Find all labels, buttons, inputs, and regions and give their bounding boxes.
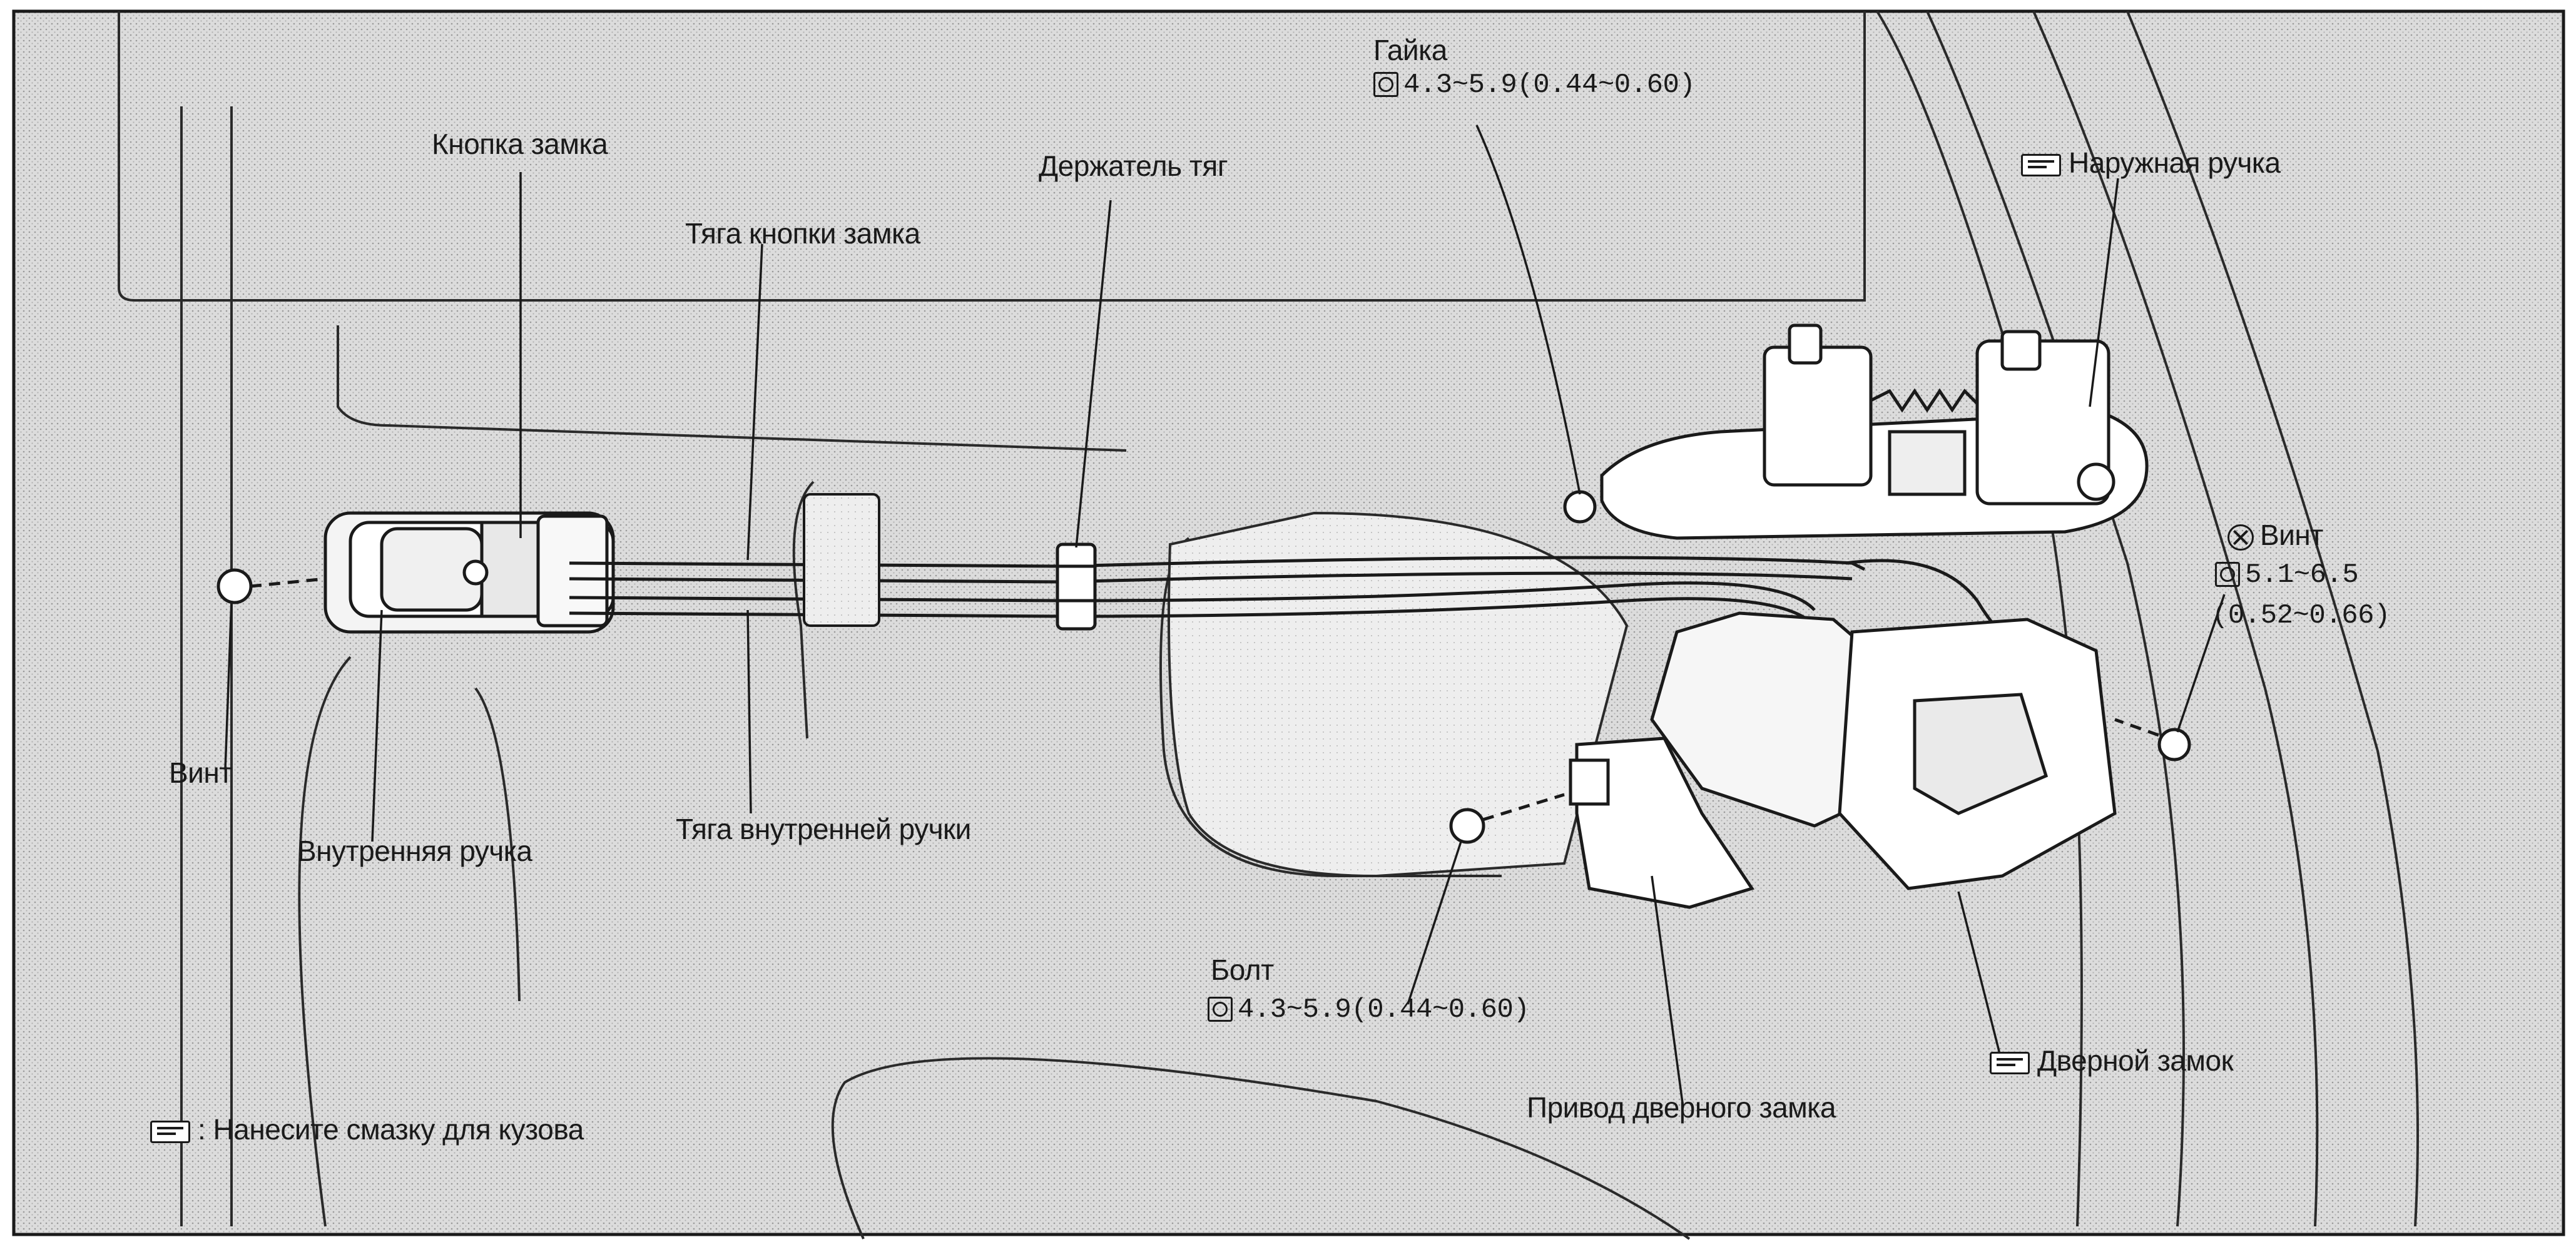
label-screw-left: Винт: [169, 756, 232, 789]
label-lock-button: Кнопка замка: [432, 128, 608, 160]
control-rods: [569, 556, 2016, 646]
label-lock-button-rod: Тяга кнопки замка: [685, 217, 920, 250]
grease-symbol-icon: [2021, 153, 2061, 176]
fasteners: [216, 490, 2191, 844]
torque-wrench-icon: [2215, 562, 2240, 588]
bolt-torque-value: 4.3~5.9(0.44~0.60): [1238, 994, 1530, 1026]
label-rod-holder: Держатель тяг: [1039, 150, 1228, 182]
label-door-lock: Дверной замок: [1990, 1044, 2234, 1077]
door-frame-lines: [118, 10, 2419, 1240]
label-inner-handle: Внутренняя ручка: [297, 835, 532, 867]
label-nut: Гайка: [1373, 34, 1447, 66]
door-cutout-area: [1168, 511, 1629, 878]
grease-symbol-icon: [150, 1120, 190, 1143]
label-nut-torque: 4.3~5.9(0.44~0.60): [1373, 69, 1696, 101]
inner-handle-assembly: [323, 511, 615, 634]
rod-holder-clip: [1056, 542, 1097, 631]
door-lock-assembly: [1569, 611, 2117, 909]
label-screw-right-torque-1: 5.1~6.5: [2215, 559, 2359, 591]
leader-lines: [224, 125, 2226, 1108]
label-screw-right-torque-2: (0.52~0.66): [2212, 600, 2390, 631]
label-screw-right: Винт: [2227, 519, 2323, 551]
replace-screw-icon: [2227, 524, 2254, 551]
outer-handle-assembly: [1600, 323, 2149, 540]
panel-block: [803, 493, 880, 627]
label-bolt: Болт: [1211, 954, 1274, 986]
nut-torque-value: 4.3~5.9(0.44~0.60): [1403, 69, 1696, 101]
legend-grease: : Нанесите смазку для кузова: [150, 1114, 584, 1146]
label-lock-actuator: Привод дверного замка: [1527, 1091, 1836, 1124]
screw-right-text: Винт: [2260, 519, 2323, 551]
screw-right-torque-value-1: 5.1~6.5: [2245, 559, 2359, 591]
label-bolt-torque: 4.3~5.9(0.44~0.60): [1208, 994, 1530, 1026]
torque-wrench-icon: [1373, 72, 1398, 98]
label-inner-handle-rod: Тяга внутренней ручки: [676, 813, 971, 845]
torque-wrench-icon: [1208, 997, 1233, 1022]
door-lock-text: Дверной замок: [2037, 1044, 2234, 1077]
label-outer-handle: Наружная ручка: [2021, 147, 2281, 179]
legend-grease-text: : Нанесите смазку для кузова: [198, 1113, 584, 1146]
grease-symbol-icon: [1990, 1051, 2030, 1074]
outer-handle-text: Наружная ручка: [2069, 146, 2281, 179]
